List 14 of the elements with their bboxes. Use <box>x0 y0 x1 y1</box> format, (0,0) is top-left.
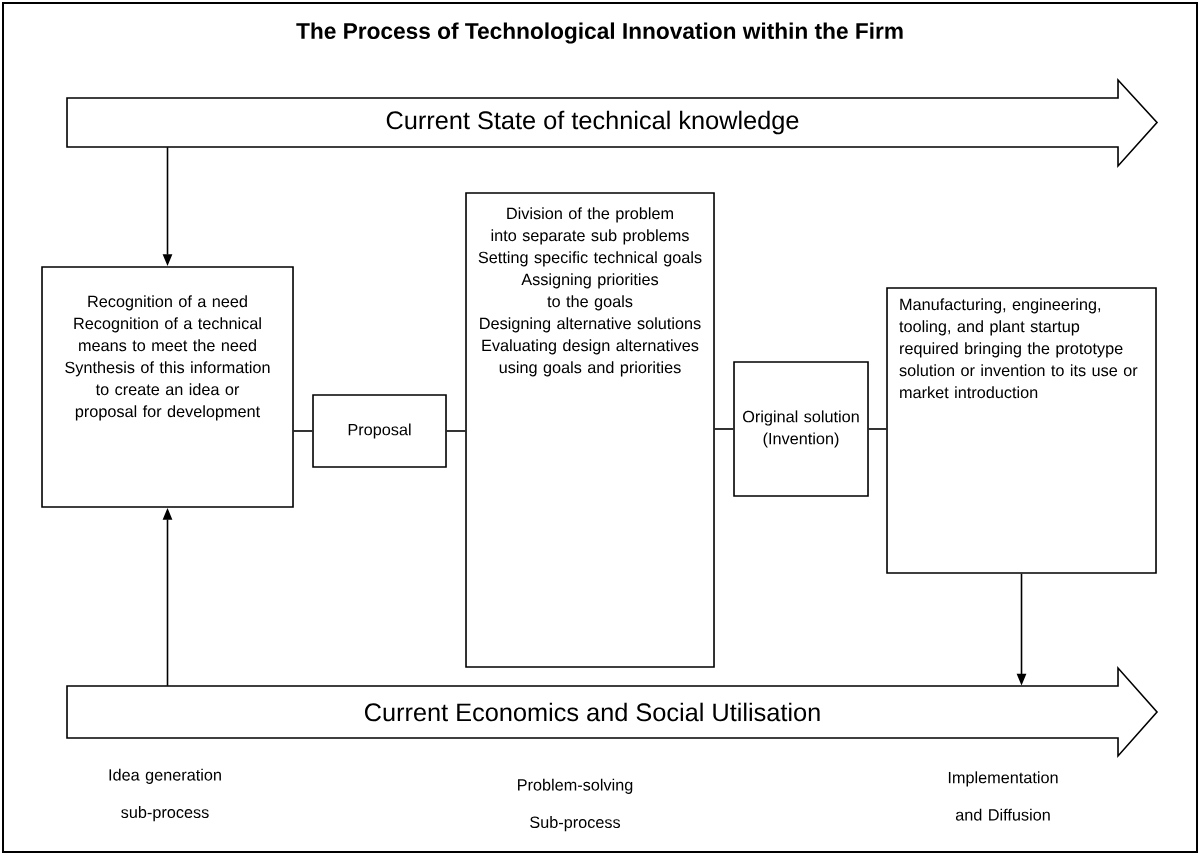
process-box: Recognition of a need Recognition of a technical means to meet the need Synthesis of this information to create an idea or proposal for development <box>41 266 294 508</box>
arrow-band: Current State of technical knowledge <box>66 77 1159 169</box>
connector <box>446 430 466 432</box>
process-box: Proposal <box>312 394 447 468</box>
process-box: Division of the problem into separate sub problems Setting specific technical goals Assigning priorities to the goals Designing alternative solutions Evaluating design alternatives using goals and priorities <box>465 192 715 668</box>
process-box: Original solution (Invention) <box>733 361 869 497</box>
phase-label: Problem-solving Sub-process <box>518 778 633 832</box>
title: The Process of Technological Innovation within the Firm <box>296 22 903 44</box>
connector <box>293 430 313 432</box>
connector <box>868 428 887 430</box>
process-box: Manufacturing, engineering, tooling, and plant startup required bringing the prototype solution or invention to its use or market introduction <box>886 287 1157 574</box>
phase-label: Implementation and Diffusion <box>948 771 1058 821</box>
arrow-band: Current Economics and Social Utilisation <box>66 665 1159 759</box>
connector <box>714 428 734 430</box>
